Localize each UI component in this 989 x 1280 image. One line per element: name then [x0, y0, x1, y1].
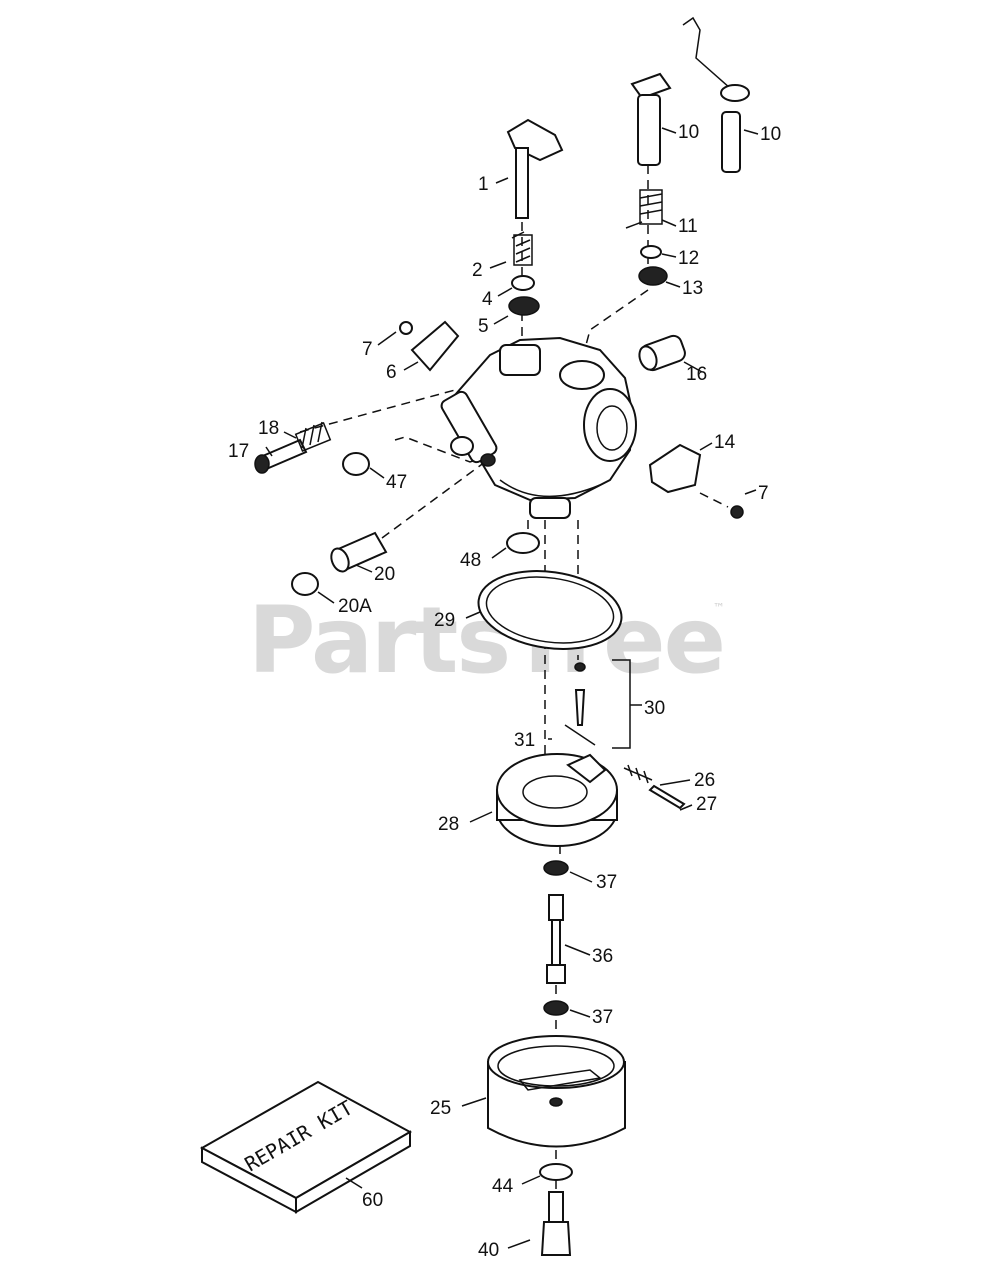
part-20a-cap — [291, 572, 319, 596]
part-17-idle-screw — [254, 438, 308, 474]
part-44-washer — [539, 1163, 573, 1181]
label-part-48: 48 — [460, 550, 481, 571]
label-part-40: 40 — [478, 1240, 499, 1261]
label-part-60: 60 — [362, 1190, 383, 1211]
label-part-18: 18 — [258, 418, 279, 439]
part-14-plate — [648, 443, 702, 494]
part-labels: 1 2 4 5 6 7 7 10 10 11 12 13 14 16 17 18… — [228, 122, 781, 1261]
part-27-pin — [648, 784, 686, 810]
part-1-choke-shaft — [506, 118, 564, 219]
part-37-washer-lower — [543, 1000, 569, 1016]
label-part-14: 14 — [714, 432, 736, 453]
label-part-31: 31 — [514, 730, 535, 751]
part-16-tube — [638, 334, 686, 372]
part-2-spring — [511, 231, 533, 266]
part-47-welch-plug — [342, 452, 370, 476]
label-part-20: 20 — [374, 564, 395, 585]
label-part-10-right: 10 — [760, 124, 781, 145]
part-6-choke-plate — [410, 320, 460, 372]
label-part-1: 1 — [478, 174, 489, 195]
label-part-10-left: 10 — [678, 122, 699, 143]
part-36-main-jet — [546, 894, 566, 984]
label-part-20a: 20A — [338, 596, 372, 617]
label-part-2: 2 — [472, 260, 483, 281]
part-7-screw-top — [399, 321, 413, 335]
part-29-gasket — [477, 570, 623, 650]
label-part-27: 27 — [696, 794, 717, 815]
part-28-float — [496, 753, 618, 847]
label-part-47: 47 — [386, 472, 407, 493]
label-part-11: 11 — [678, 216, 698, 237]
label-part-17: 17 — [228, 441, 249, 462]
part-10-lever-shaft — [682, 16, 750, 173]
part-5-seal — [508, 296, 540, 316]
label-part-44: 44 — [492, 1176, 514, 1197]
part-26-spring — [623, 764, 653, 784]
label-part-13: 13 — [682, 278, 703, 299]
part-40-bowl-nut — [540, 1191, 572, 1256]
part-4-washer — [511, 275, 535, 291]
label-part-12: 12 — [678, 248, 699, 269]
part-18-spring — [294, 421, 332, 452]
label-part-6: 6 — [386, 362, 397, 383]
part-25-float-bowl — [487, 1035, 626, 1148]
part-carburetor-body — [440, 336, 637, 519]
label-part-37-lower: 37 — [592, 1007, 613, 1028]
part-10-throttle-shaft — [630, 72, 672, 166]
label-part-28: 28 — [438, 814, 459, 835]
part-30-needle-valve — [564, 659, 631, 749]
label-part-36: 36 — [592, 946, 613, 967]
part-37-washer-upper — [543, 860, 569, 876]
label-part-25: 25 — [430, 1098, 451, 1119]
label-part-7-right: 7 — [758, 483, 769, 504]
part-12-washer — [640, 245, 662, 259]
label-part-5: 5 — [478, 316, 489, 337]
label-part-26: 26 — [694, 770, 715, 791]
part-48-plug — [506, 532, 540, 554]
part-60-repair-kit: REPAIR KIT — [199, 1080, 413, 1214]
label-part-30: 30 — [644, 698, 665, 719]
label-part-37-upper: 37 — [596, 872, 617, 893]
label-part-29: 29 — [434, 610, 455, 631]
part-20-nozzle — [330, 531, 388, 573]
part-11-spring — [625, 189, 663, 229]
watermark-trademark: ™ — [713, 601, 725, 615]
leader-lines — [265, 127, 759, 1249]
label-part-7-top: 7 — [362, 339, 373, 360]
part-13-seal — [638, 266, 668, 286]
label-part-16: 16 — [686, 364, 707, 385]
part-7-screw — [730, 505, 744, 519]
label-part-4: 4 — [482, 289, 493, 310]
